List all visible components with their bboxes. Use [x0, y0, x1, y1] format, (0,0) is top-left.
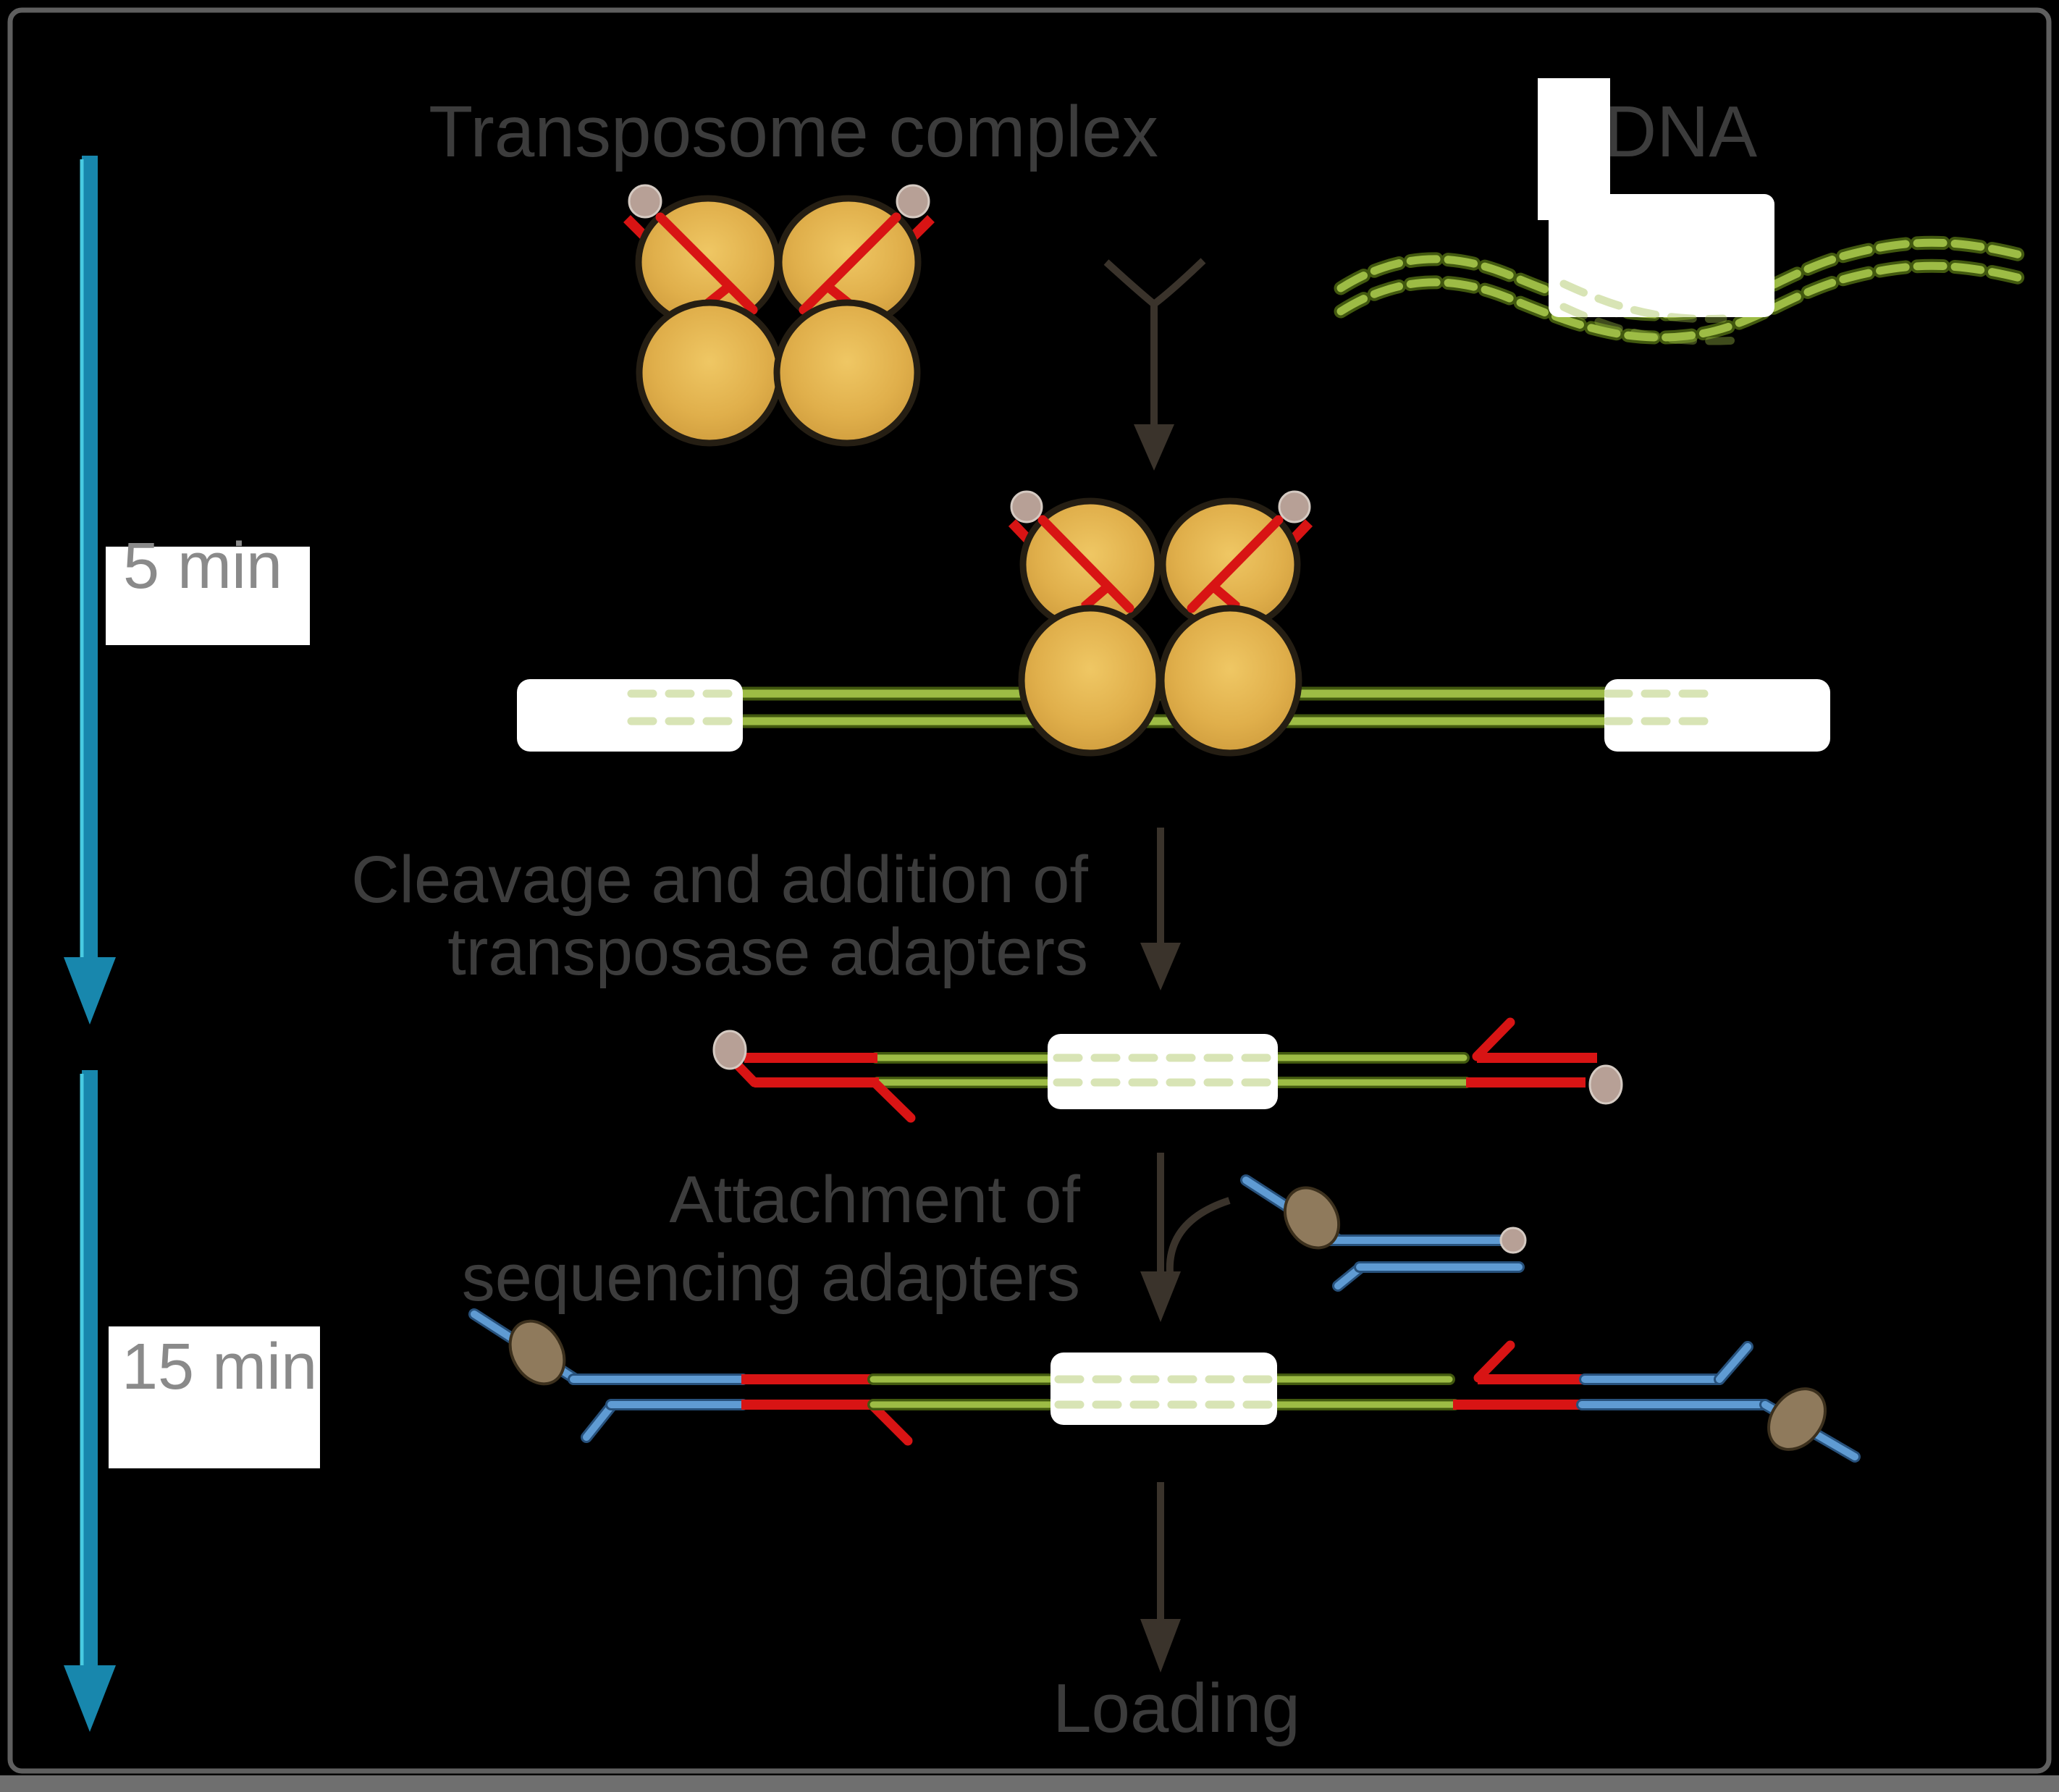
dna-callout-b: [1549, 194, 1774, 317]
timeline: 5 min 15 min: [64, 156, 320, 1732]
attachment-caption: Attachment of sequencing adapters: [462, 1163, 1081, 1315]
transposase-subunit: [636, 299, 783, 447]
timeline-arrow-step1-icon: [64, 156, 116, 1025]
cleavage-caption-line2: transposase adapters: [447, 915, 1088, 989]
fragment-fade-callout: [1048, 1034, 1278, 1109]
final-library-molecule: [468, 1308, 1861, 1463]
cleavage-caption-line1: Cleavage and addition of: [351, 843, 1088, 917]
sequencing-adapter-free: [1240, 1174, 1527, 1292]
attachment-caption-line2: sequencing adapters: [462, 1241, 1080, 1315]
merge-arrow-icon: [1103, 258, 1206, 471]
library-fade-callout: [1050, 1353, 1277, 1425]
down-arrow-icon: [1140, 1482, 1181, 1673]
cleaved-fragment: [712, 1017, 1623, 1123]
dna-fade-callout-right: [1604, 679, 1830, 752]
loading-label: Loading: [1053, 1670, 1300, 1747]
bottom-bar: [0, 1775, 2059, 1792]
adapter-line: [1187, 515, 1284, 613]
down-arrow-icon: [1140, 1153, 1231, 1322]
blocker-group-dot: [1499, 1227, 1527, 1254]
genomic-dna-strand: [1334, 194, 2027, 345]
dna-label: DNA: [1604, 91, 1757, 172]
attachment-caption-line1: Attachment of: [669, 1163, 1080, 1237]
down-arrow-icon: [1140, 828, 1181, 990]
duration-callout-1: [106, 547, 310, 645]
blocker-group-dot: [1588, 1064, 1623, 1105]
branch-arrow-icon: [1166, 1197, 1231, 1274]
adapter-line: [1037, 515, 1134, 613]
dna-with-bound-complex: [517, 490, 1830, 757]
transposome-complex-bound: [1008, 490, 1313, 757]
blocker-group-dot: [712, 1030, 747, 1070]
window-frame: [0, 7, 2059, 1792]
blocker-group-dot: [896, 184, 930, 219]
duration-callout-2: [109, 1326, 320, 1468]
cleavage-caption: Cleavage and addition of transposase ada…: [351, 843, 1088, 989]
transposase-subunit: [1158, 605, 1302, 757]
duration-label-5min: 5 min: [123, 530, 282, 602]
blocker-group-dot: [1010, 490, 1043, 523]
duration-label-15min: 15 min: [122, 1331, 317, 1403]
transposase-subunit: [1018, 605, 1163, 757]
dna-fade-callout-left: [517, 679, 743, 752]
blocker-group-dot: [628, 184, 662, 219]
motor-protein: [1283, 1186, 1341, 1250]
title-transposome-complex: Transposome complex: [429, 91, 1158, 172]
motor-protein: [1767, 1387, 1827, 1451]
transposase-subunit: [773, 299, 921, 447]
motor-protein: [508, 1319, 566, 1386]
blocker-group-dot: [1278, 490, 1311, 523]
transposome-complex-free: [623, 184, 935, 447]
timeline-arrow-step2-icon: [64, 1070, 116, 1732]
